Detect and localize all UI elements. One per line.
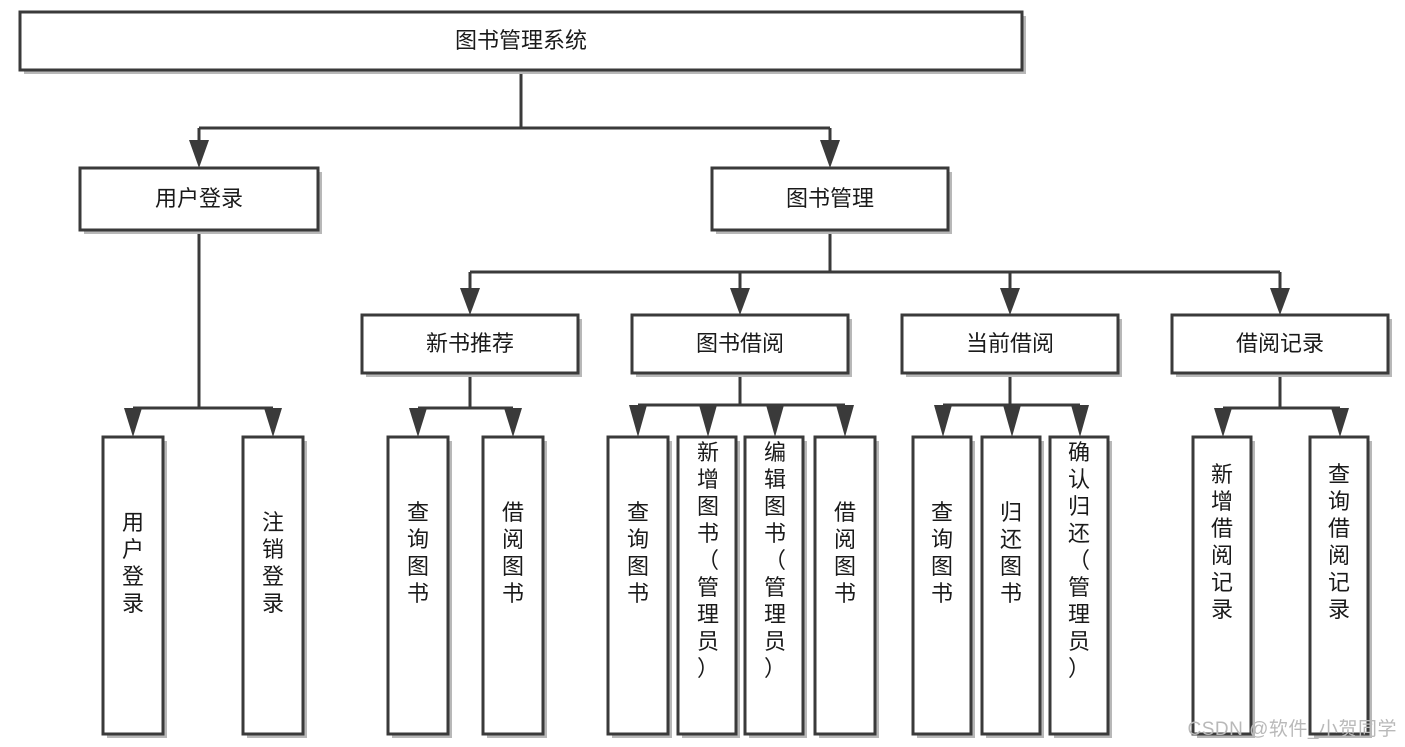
leaf-label-borrow-book-1: 借阅图书 [502,500,524,606]
leaf-node[interactable]: 借阅图书 [481,435,547,738]
leaf-label-user-login: 用户登录 [122,510,144,616]
node-borrow-records[interactable]: 借阅记录 [1170,313,1392,377]
leaf-node[interactable]: 查询图书 [386,435,452,738]
leaf-box-logout[interactable] [241,435,305,736]
current-borrow-box[interactable] [900,313,1120,375]
leaf-node[interactable]: 用户登录 [101,435,167,738]
arrow-bm-to-borrow-records [1270,288,1290,315]
leaf-node[interactable]: 查询图书 [911,435,975,738]
leaf-box-query-book-2[interactable] [606,435,670,736]
leaf-label-logout: 注销登录 [262,510,284,616]
leaf-label-query-book-3: 查询图书 [931,500,953,606]
root-label: 图书管理系统 [455,28,587,53]
book-management-box[interactable] [710,166,950,232]
arrow-borrowrec-leaf-1 [1331,408,1349,437]
user-login-box[interactable] [78,166,320,232]
book-management-label: 图书管理 [786,186,874,211]
new-book-recommend-box[interactable] [360,313,580,375]
leaf-node[interactable]: 查询借阅记录 [1308,435,1372,738]
node-book-borrow[interactable]: 图书借阅 [630,313,852,377]
leaf-node[interactable]: 查询图书 [606,435,672,738]
arrow-bm-to-new-book [460,288,480,315]
arrow-currentborrow-leaf-1 [1003,405,1021,437]
leaf-node[interactable]: 确认归还（管理员） [1048,435,1112,738]
current-borrow-label: 当前借阅 [966,331,1054,356]
root-box[interactable] [18,10,1024,72]
arrow-bookborrow-leaf-2 [766,405,784,437]
arrow-root-to-user-login [189,140,209,168]
connector-layer [124,70,1349,437]
leaf-box-user-login[interactable] [101,435,165,736]
borrow-records-label: 借阅记录 [1236,331,1324,356]
leaf-label-query-book-1: 查询图书 [407,500,429,606]
arrow-currentborrow-leaf-2 [1071,405,1089,437]
node-user-login[interactable]: 用户登录 [78,166,322,234]
arrow-currentborrow-leaf-0 [934,405,952,437]
book-borrow-label: 图书借阅 [696,331,784,356]
leaf-label-confirm-return: 确认归还（管理员） [1068,440,1090,681]
leaf-node[interactable]: 借阅图书 [813,435,879,738]
leaf-box-borrow-book-1[interactable] [481,435,545,736]
leaf-label-add-record: 新增借阅记录 [1211,462,1233,622]
borrow-records-box[interactable] [1170,313,1390,375]
arrow-user-login-leaf-0 [124,408,142,437]
leaf-node[interactable]: 编辑图书（管理员） [743,435,807,738]
leaf-box-query-record[interactable] [1308,435,1370,736]
arrow-bookborrow-leaf-0 [629,405,647,437]
arrow-bookborrow-leaf-1 [699,405,717,437]
new-book-recommend-label: 新书推荐 [426,331,514,356]
leaf-box-add-book[interactable] [676,435,738,736]
leaf-node[interactable]: 新增图书（管理员） [676,435,740,738]
arrow-bm-to-current-borrow [1000,288,1020,315]
user-login-label: 用户登录 [155,186,243,211]
leaf-label-borrow-book-2: 借阅图书 [834,500,856,606]
arrow-bm-to-book-borrow [730,288,750,315]
leaf-box-add-record[interactable] [1191,435,1253,736]
node-root[interactable]: 图书管理系统 [18,10,1026,74]
book-borrow-box[interactable] [630,313,850,375]
leaf-box-query-book-3[interactable] [911,435,973,736]
leaf-label-query-record: 查询借阅记录 [1328,462,1350,622]
arrow-borrowrec-leaf-0 [1214,408,1232,437]
arrow-root-to-book-manage [820,140,840,168]
leaf-label-return-book: 归还图书 [1000,500,1022,606]
leaf-box-edit-book[interactable] [743,435,805,736]
arrow-newbook-leaf-1 [504,408,522,437]
leaf-node[interactable]: 归还图书 [980,435,1044,738]
leaf-label-edit-book: 编辑图书（管理员） [764,440,786,681]
leaf-node[interactable]: 注销登录 [241,435,307,738]
leaf-label-add-book: 新增图书（管理员） [697,440,719,681]
leaf-label-query-book-2: 查询图书 [627,500,649,606]
arrow-newbook-leaf-0 [409,408,427,437]
node-new-book-recommend[interactable]: 新书推荐 [360,313,582,377]
leaf-box-confirm-return[interactable] [1048,435,1110,736]
node-current-borrow[interactable]: 当前借阅 [900,313,1122,377]
leaf-box-return-book[interactable] [980,435,1042,736]
node-book-management[interactable]: 图书管理 [710,166,952,234]
leaf-node[interactable]: 新增借阅记录 [1191,435,1255,738]
leaf-box-query-book-1[interactable] [386,435,450,736]
arrow-user-login-leaf-1 [264,408,282,437]
arrow-bookborrow-leaf-3 [836,405,854,437]
leaf-box-borrow-book-2[interactable] [813,435,877,736]
